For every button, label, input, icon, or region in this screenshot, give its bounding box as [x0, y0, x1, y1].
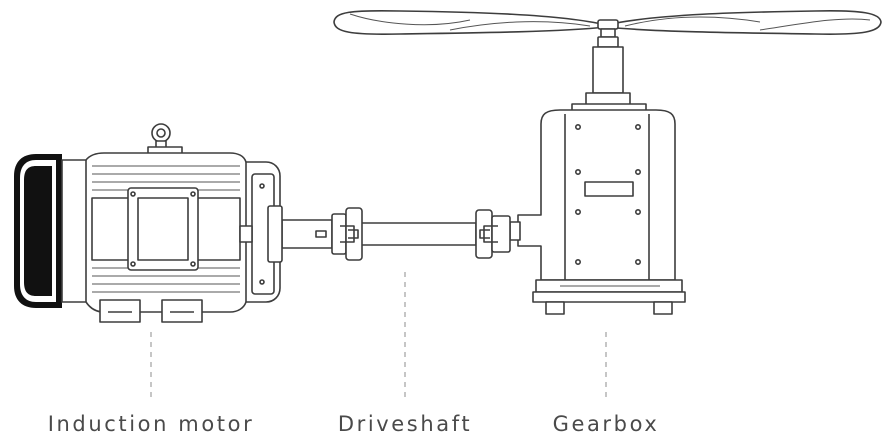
induction-motor-label: Induction motor	[47, 412, 255, 436]
fan-blades	[333, 9, 882, 35]
gearbox	[509, 28, 686, 315]
gearbox-label: Gearbox	[552, 412, 660, 436]
leader-lines	[150, 272, 607, 400]
induction-motor	[14, 123, 283, 323]
driveshaft	[281, 207, 511, 261]
gearbox-bolts	[574, 124, 641, 265]
driveshaft-label: Driveshaft	[337, 412, 473, 436]
